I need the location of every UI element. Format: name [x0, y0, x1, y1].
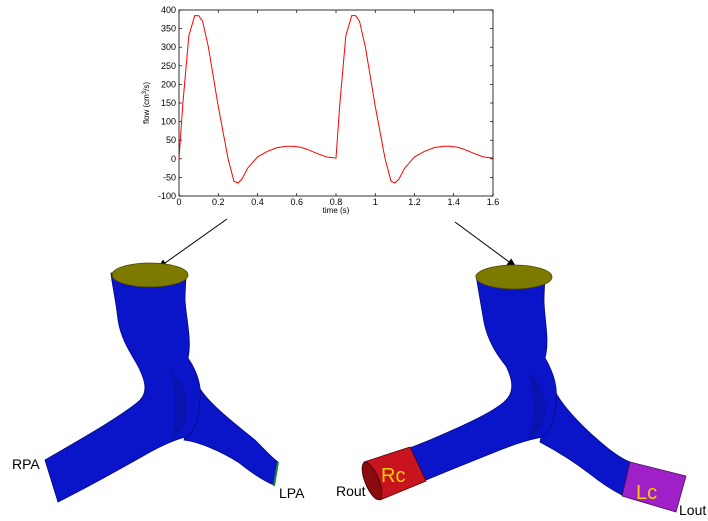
y-tick-label: -50 [163, 172, 176, 182]
right-inlet-cap [475, 264, 553, 290]
rc-outlet-face [361, 461, 383, 501]
y-tick-label: -100 [158, 191, 176, 201]
right-shading [528, 372, 546, 440]
y-tick-label: 0 [171, 154, 176, 164]
label-lout: Lout [679, 502, 706, 518]
x-tick-label: 1.4 [447, 197, 460, 207]
label-rout: Rout [336, 483, 366, 499]
flow-curve [178, 15, 494, 184]
y-axis-label: flow (cm3/s) [142, 82, 151, 124]
left-vessel-model: RPA LPA [12, 262, 305, 503]
x-tick-label: 0.4 [251, 197, 264, 207]
label-lpa: LPA [279, 485, 305, 501]
label-rc: Rc [381, 465, 405, 487]
y-tick-label: 100 [161, 117, 176, 127]
x-tick-label: 0 [176, 197, 181, 207]
x-tick-label: 1 [373, 197, 378, 207]
y-tick-label: 400 [161, 5, 176, 15]
y-tick-label: 300 [161, 42, 176, 52]
x-tick-label: 0.8 [330, 197, 343, 207]
x-tick-label: 0.2 [212, 197, 225, 207]
y-tick-label: 250 [161, 61, 176, 71]
y-tick-label: 150 [161, 98, 176, 108]
x-axis-label: time (s) [323, 206, 350, 215]
x-tick-label: 1.6 [487, 197, 500, 207]
y-tick-label: 350 [161, 24, 176, 34]
left-shading [170, 370, 188, 440]
right-trunk [409, 273, 557, 481]
x-tick-group: 0 0.2 0.4 0.6 0.8 1 1.2 1.4 1.6 [176, 10, 499, 207]
arrow-to-right-inlet [454, 221, 517, 268]
right-vessel-model: Rc Lc Rout Lout [336, 264, 706, 518]
label-lc: Lc [636, 482, 657, 504]
y-tick-group: -100 -50 0 50 100 150 200 250 300 350 400 [158, 5, 493, 201]
y-tick-label: 200 [161, 79, 176, 89]
arrow-to-left-inlet [157, 218, 228, 269]
left-lpa-outlet-rim [273, 461, 279, 487]
x-tick-label: 1.2 [408, 197, 421, 207]
plot-frame [178, 9, 494, 197]
left-inlet-cap [111, 262, 189, 288]
lc-cap [621, 461, 687, 513]
label-rpa: RPA [12, 456, 40, 472]
left-trunk [44, 272, 201, 503]
y-tick-label: 50 [166, 135, 176, 145]
x-tick-label: 0.6 [290, 197, 303, 207]
